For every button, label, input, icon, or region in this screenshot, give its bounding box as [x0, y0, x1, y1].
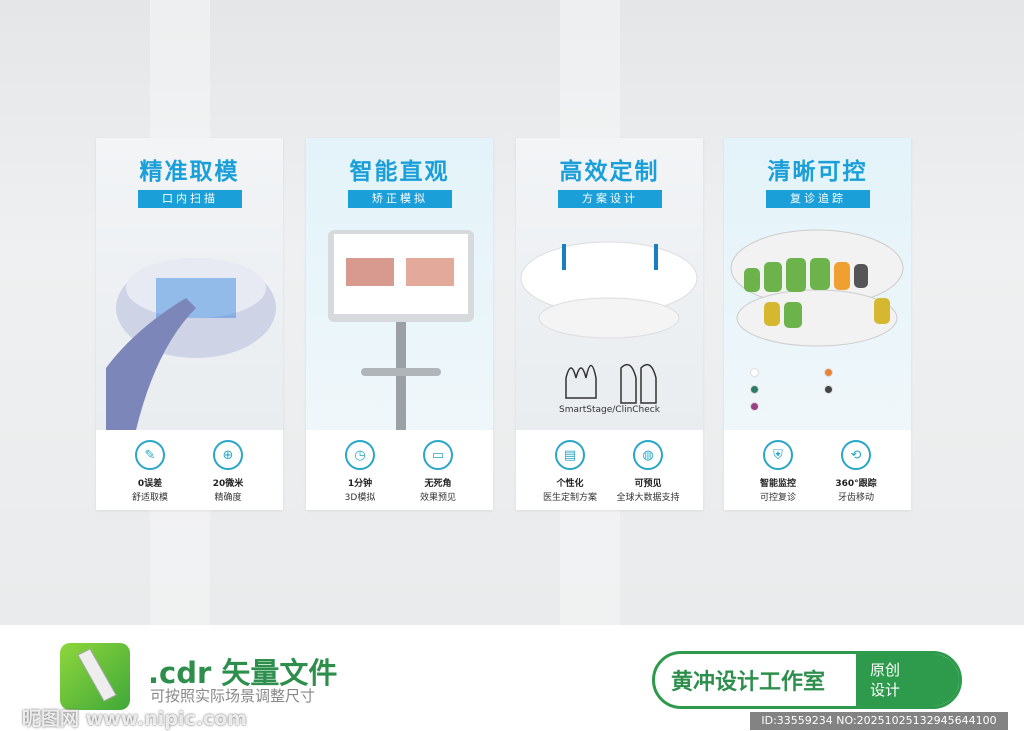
panel-subtitle: 矫正模拟 [348, 190, 452, 208]
file-format-note: 可按照实际场景调整尺寸 [150, 687, 316, 705]
scanner-wand-icon: ✎ [135, 440, 165, 470]
studio-name: 黄冲设计工作室 [671, 670, 826, 695]
dental-plan-screen-icon: ▤ [555, 440, 585, 470]
legend-dot [824, 368, 838, 377]
panel-title: 清晰可控 [767, 159, 868, 185]
feature-text: 舒适取模 [131, 493, 168, 503]
feature-item: ⛨ 智能监控可控复诊 [738, 440, 818, 503]
feature-title: 0误差 [137, 479, 163, 489]
coreldraw-logo-icon [60, 643, 130, 710]
feature-item: ◍ 可预见全球大数据支持 [608, 440, 688, 503]
feature-text: 精确度 [214, 493, 242, 503]
image-id-bar: ID:33559234 NO:20251025132945644100 [750, 712, 1008, 730]
poster-panel-plan: 高效定制 方案设计 SmartStage/ClinCheck ▤ 个性化医生定制方… [516, 138, 703, 510]
globe-icon: ◍ [633, 440, 663, 470]
feature-text: 3D模拟 [344, 493, 376, 503]
panel-title: 高效定制 [559, 159, 660, 185]
panel-title: 智能直观 [349, 159, 450, 185]
intraoral-scanner-image [106, 258, 276, 430]
crosshair-target-icon: ⊕ [213, 440, 243, 470]
feature-title: 可预见 [634, 479, 662, 489]
feature-text: 牙齿移动 [837, 493, 874, 503]
feature-item: ▭ 无死角效果预见 [398, 440, 478, 503]
watermark: 昵图网 www.nipic.com [22, 708, 248, 730]
feature-item: ▤ 个性化医生定制方案 [530, 440, 610, 503]
stopwatch-icon: ◷ [345, 440, 375, 470]
feature-text: 全球大数据支持 [616, 493, 680, 503]
feature-title: 无死角 [424, 479, 452, 489]
scanner-monitor-image [328, 230, 474, 430]
feature-title: 360°跟踪 [835, 479, 877, 489]
aligner-teeth-image [520, 241, 698, 404]
legend-dot [750, 402, 764, 411]
original-design-label: 原创设计 [856, 654, 959, 706]
panel-subtitle: 方案设计 [558, 190, 662, 208]
feature-item: ◷ 1分钟 3D模拟 [320, 440, 400, 503]
legend-dot [824, 385, 838, 394]
feature-title: 1分钟 [347, 479, 373, 489]
feature-item: ✎ 0误差舒适取模 [110, 440, 190, 503]
file-format-title: .cdr 矢量文件 [148, 656, 338, 690]
poster-panel-simulation: 智能直观 矫正模拟 ◷ 1分钟 3D模拟 ▭ 无死角效果预见 [306, 138, 493, 510]
feature-title: 个性化 [556, 479, 584, 489]
feature-title: 智能监控 [759, 479, 796, 489]
feature-title: 20微米 [212, 479, 244, 489]
shield-circuit-icon: ⛨ [763, 440, 793, 470]
feature-item: ⊕ 20微米精确度 [188, 440, 268, 503]
monitor-icon: ▭ [423, 440, 453, 470]
studio-badge: 黄冲设计工作室 原创设计 [652, 651, 962, 709]
poster-panel-tracking: 清晰可控 复诊追踪 ⛨ 智能监控可控复诊 ⟲ 360°跟踪牙齿移动 [724, 138, 911, 510]
panel-subtitle: 复诊追踪 [766, 190, 870, 208]
poster-panel-scan: 精准取模 口内扫描 ✎ 0误差舒适取模 ⊕ 20微米精确度 [96, 138, 283, 510]
panel-title: 精准取模 [139, 159, 240, 185]
feature-text: 可控复诊 [759, 493, 796, 503]
feature-text: 医生定制方案 [542, 493, 597, 503]
legend-dot [750, 385, 764, 394]
smartstage-caption: SmartStage/ClinCheck [559, 405, 660, 415]
rotation-teeth-icon: ⟲ [841, 440, 871, 470]
panel-subtitle: 口内扫描 [138, 190, 242, 208]
colored-teeth-model-image [730, 229, 904, 347]
legend-dot [750, 368, 764, 377]
feature-text: 效果预见 [419, 493, 456, 503]
feature-item: ⟲ 360°跟踪牙齿移动 [816, 440, 896, 503]
